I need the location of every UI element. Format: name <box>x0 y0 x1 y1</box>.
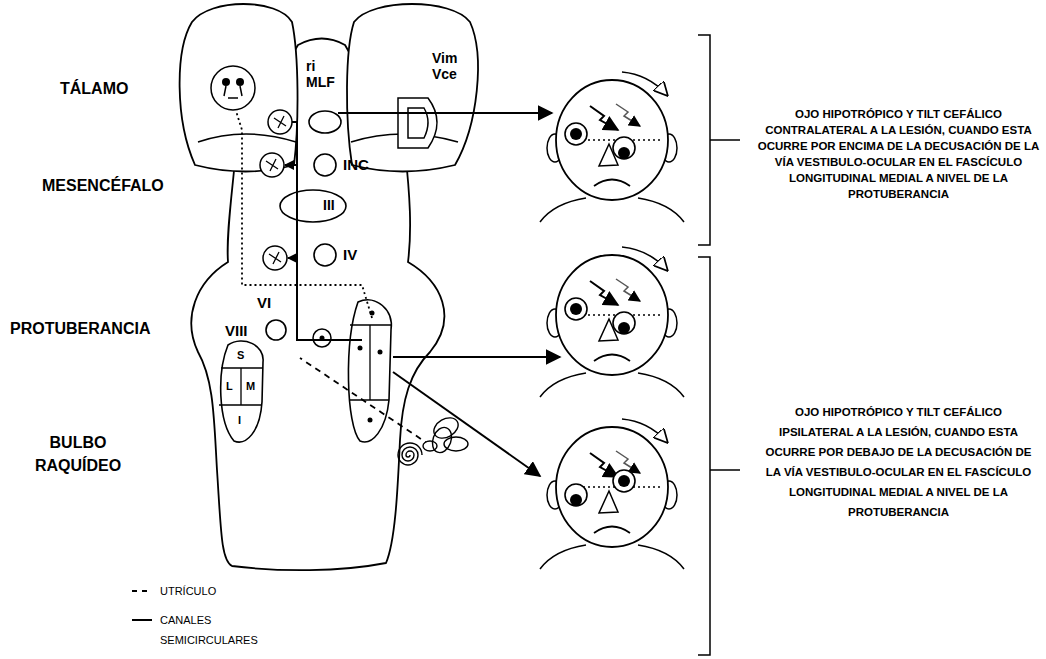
pupil <box>618 322 630 334</box>
vim-vce-region <box>398 98 437 148</box>
nucleus-outline <box>314 244 336 266</box>
nucleus-circle <box>263 246 287 270</box>
thalamic-neurons <box>211 66 255 110</box>
nucleus-outline <box>280 190 346 222</box>
subnucleus-label: M <box>246 380 255 393</box>
nucleus-outline <box>314 154 336 176</box>
explanation-note: OJO HIPOTRÓPICO Y TILT CEFÁLICO IPSILATE… <box>757 402 1040 522</box>
nucleus-circle <box>268 110 292 134</box>
nucleus-label: ri MLF <box>306 58 342 90</box>
pupil <box>570 128 582 140</box>
face <box>540 419 684 569</box>
eye <box>613 312 635 334</box>
thalamus-cap <box>198 134 296 142</box>
eye <box>613 137 635 159</box>
nucleus-circle: VI <box>265 319 287 341</box>
nucleus-circle <box>313 329 331 347</box>
nucleus-dot <box>378 350 383 355</box>
dashed-line-sample <box>132 590 152 592</box>
canal-branch <box>285 164 297 166</box>
legend-item: CANALES SEMICIRCULARES <box>128 610 275 650</box>
nucleus-divisions <box>219 368 263 405</box>
bracket <box>698 257 740 655</box>
nucleus-shape <box>308 110 342 134</box>
nucleus-outline <box>221 341 263 442</box>
lesion-arrow <box>338 112 552 114</box>
face-ipsilateral <box>540 419 684 569</box>
bracket <box>698 35 740 245</box>
legend-text: UTRÍCULO <box>160 581 216 601</box>
eye <box>613 470 635 492</box>
nucleus-outline <box>309 111 341 133</box>
legend-sample <box>128 586 154 596</box>
nucleus-label: Vim Vce <box>432 50 468 82</box>
vestibular-nucleus-right <box>348 300 391 442</box>
region-label: PROTUBERANCIA <box>10 320 150 338</box>
semicircular-canal <box>429 425 455 456</box>
region-label: BULBO RAQUÍDEO <box>23 431 133 477</box>
legend-text: CANALES SEMICIRCULARES <box>160 610 275 650</box>
legend-item: UTRÍCULO <box>128 581 216 601</box>
nucleus-mark <box>269 252 281 264</box>
region-label: MESENCÉFALO <box>42 177 164 195</box>
nucleus-shape <box>313 153 337 177</box>
subnucleus-label: I <box>238 414 241 427</box>
nerve-label: VIII <box>225 322 248 339</box>
nucleus-divisions <box>350 325 391 400</box>
nucleus-circle: INC <box>313 153 337 177</box>
nucleus-ellipse: ri MLF <box>308 110 342 134</box>
nucleus-label: VI <box>257 294 271 311</box>
subnucleus-label: L <box>226 380 233 393</box>
nucleus-circle <box>260 153 284 177</box>
nucleus-outline <box>266 320 286 340</box>
nucleus-shape <box>279 189 347 223</box>
nucleus-dot <box>358 346 363 351</box>
canal-pathway <box>292 122 362 340</box>
pupil <box>570 494 582 506</box>
nucleus-outline <box>348 300 391 442</box>
eye <box>565 123 587 145</box>
nucleus-mark <box>274 116 286 128</box>
eye <box>565 298 587 320</box>
region-label: TÁLAMO <box>60 80 128 98</box>
face-contralateral <box>540 72 684 222</box>
nucleus-dot <box>368 418 373 423</box>
eye <box>565 484 587 506</box>
nucleus-label: III <box>323 197 335 213</box>
thalamus-left <box>180 4 298 172</box>
inner-ear <box>398 414 468 465</box>
utricle-pathway <box>236 111 372 318</box>
cochlea <box>398 443 422 465</box>
nucleus-shape <box>265 319 287 341</box>
lesion-arrow <box>393 356 560 358</box>
subnucleus-label: S <box>237 349 244 362</box>
face <box>540 72 684 222</box>
nucleus-ellipse: III <box>279 189 347 223</box>
pupil <box>618 475 630 487</box>
target-nuclei <box>260 110 331 347</box>
vestibular-nerve <box>300 358 430 445</box>
nucleus-label: INC <box>343 156 369 173</box>
thalamus-right <box>347 4 478 172</box>
nucleus-mark <box>266 159 278 171</box>
neuron-mark <box>224 86 242 98</box>
pupil <box>570 303 582 315</box>
pupil <box>618 147 630 159</box>
lesion-arrow <box>393 372 540 476</box>
solid-line-sample <box>132 619 152 621</box>
vestibular-nucleus-left <box>219 341 263 442</box>
neuron-dot <box>236 78 244 86</box>
nucleus-label: IV <box>343 246 357 263</box>
nucleus-shape <box>313 243 337 267</box>
face-ipsilateral <box>540 247 684 397</box>
neuron-dot <box>222 78 230 86</box>
explanation-note: OJO HIPOTRÓPICO Y TILT CEFÁLICO CONTRALA… <box>757 106 1040 202</box>
face <box>540 247 684 397</box>
neuron-circle <box>211 66 255 110</box>
canal-branch <box>288 257 297 259</box>
nucleus-circle: IV <box>313 243 337 267</box>
legend-sample <box>128 615 154 625</box>
